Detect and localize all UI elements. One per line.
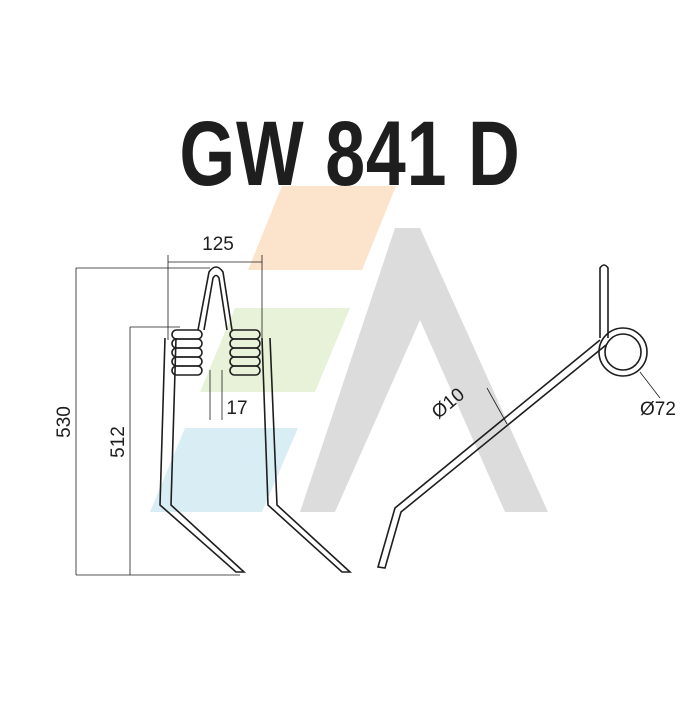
side-coil-inner xyxy=(604,333,642,371)
tine-front-view xyxy=(159,266,353,573)
watermark-stripe-green xyxy=(200,308,350,392)
front-dimension-lines xyxy=(75,255,263,576)
watermark-stripe-blue xyxy=(150,428,298,512)
side-tine-arm xyxy=(376,339,607,569)
tine-top-loop xyxy=(197,266,233,331)
tine-left-leg xyxy=(159,337,247,573)
right-coil xyxy=(229,329,261,376)
dimension-coil-diameter: Ø72 xyxy=(640,399,676,420)
tine-side-view xyxy=(376,264,648,569)
product-title: GW 841 D xyxy=(179,103,521,205)
watermark-letter-a xyxy=(300,228,548,512)
dimension-width-top: 125 xyxy=(202,234,234,255)
dimension-coil-gap: 17 xyxy=(226,398,247,419)
tine-right-leg xyxy=(261,337,353,573)
dimension-height-total: 530 xyxy=(54,406,75,438)
dimension-height-inner: 512 xyxy=(108,426,129,458)
tine-top-loop-inner xyxy=(203,274,228,331)
side-top-rod xyxy=(599,264,609,338)
side-coil-outer xyxy=(598,327,648,377)
watermark-stripe-orange xyxy=(248,186,396,270)
side-dimension-lines xyxy=(486,371,661,425)
watermark-logo xyxy=(150,186,548,512)
left-coil xyxy=(171,329,203,376)
